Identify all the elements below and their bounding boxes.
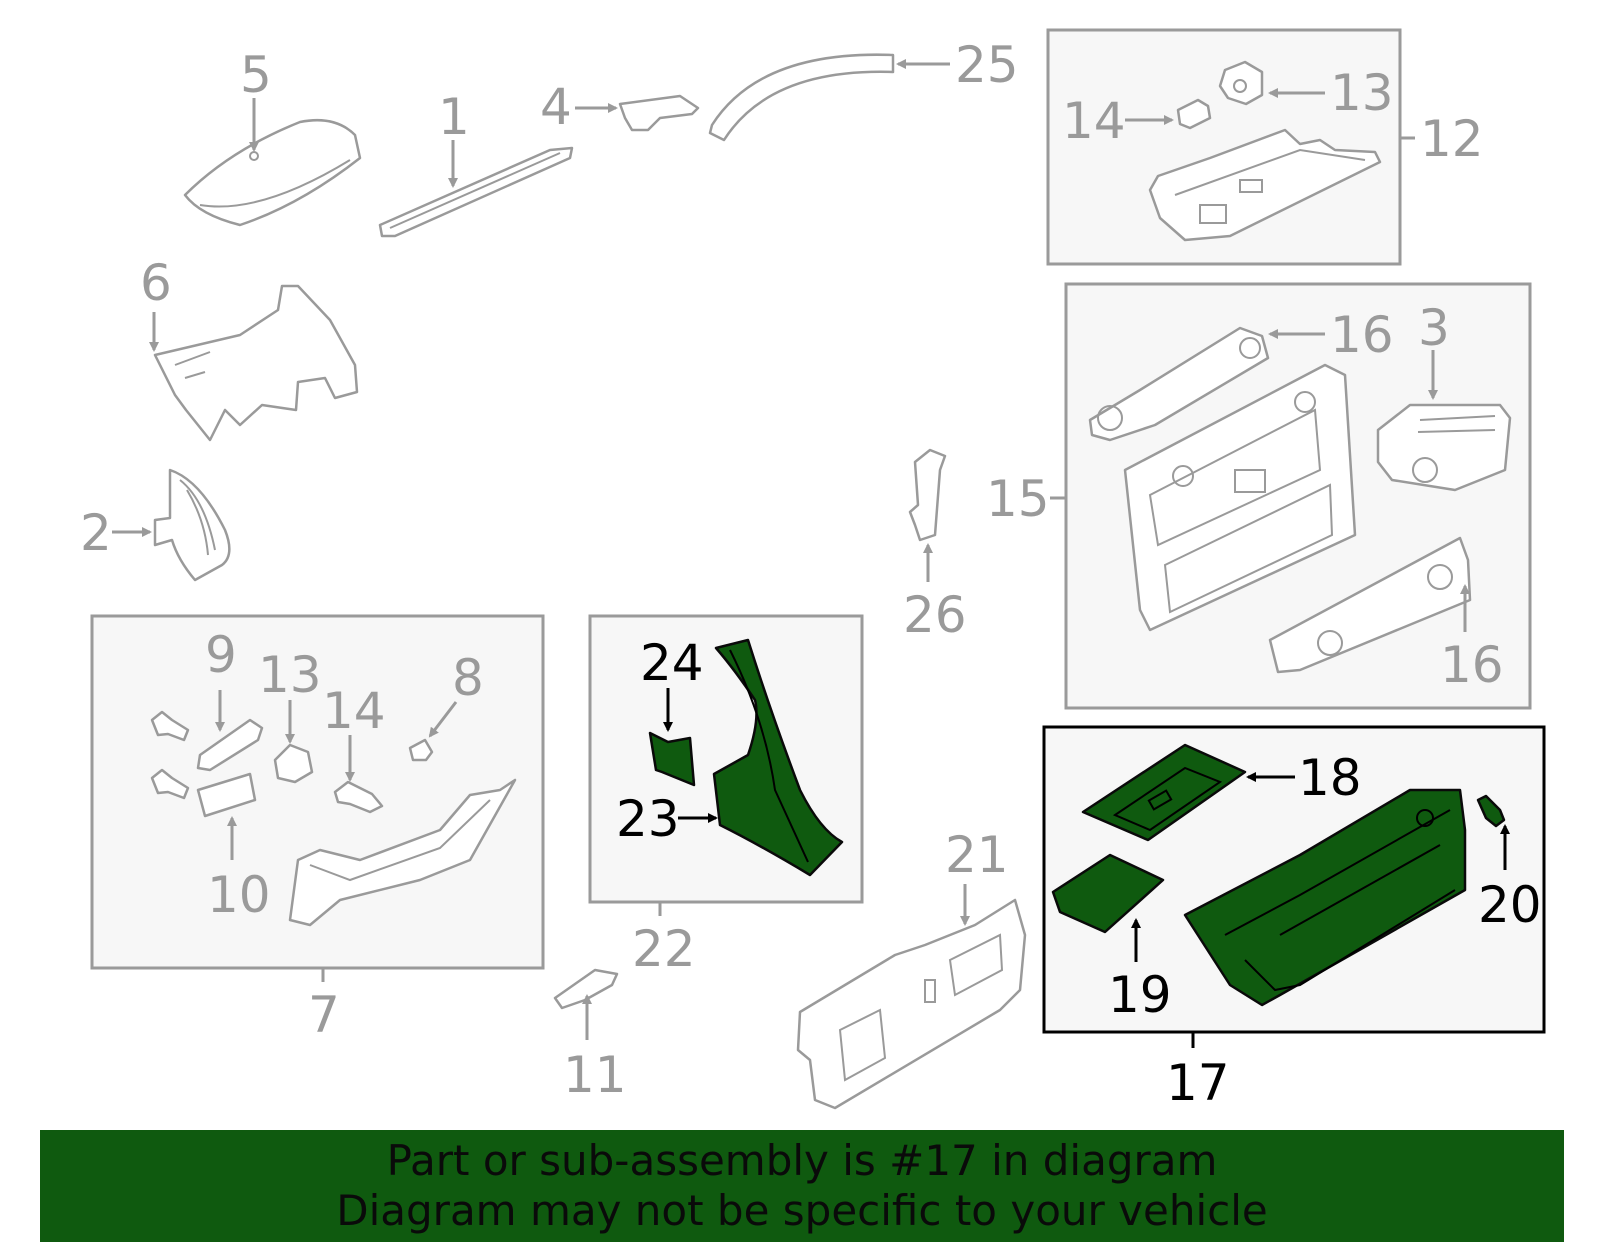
part-19-pad[interactable] bbox=[1051, 853, 1165, 934]
part-7-glovebox-frame[interactable] bbox=[288, 778, 517, 927]
part-13-clip[interactable] bbox=[1218, 60, 1264, 106]
part-25-curved-trim[interactable] bbox=[708, 53, 895, 142]
part-16-upper-panel[interactable] bbox=[1088, 326, 1270, 442]
callout-1: 1 bbox=[438, 88, 470, 146]
callout-10: 10 bbox=[207, 866, 271, 924]
callout-23: 23 bbox=[616, 790, 680, 848]
callout-18: 18 bbox=[1298, 749, 1362, 807]
part-24-clip[interactable] bbox=[648, 731, 696, 787]
part-16-lower-panel[interactable] bbox=[1268, 536, 1472, 674]
callout-15: 15 bbox=[986, 470, 1050, 528]
banner-line-2: Diagram may not be specific to your vehi… bbox=[336, 1186, 1268, 1235]
callout-2: 2 bbox=[80, 504, 112, 562]
part-18-mat[interactable] bbox=[1081, 743, 1247, 842]
part-2-vent[interactable] bbox=[153, 468, 231, 582]
callout-13b: 13 bbox=[258, 646, 322, 704]
callout-6: 6 bbox=[140, 254, 172, 312]
part-11-bracket[interactable] bbox=[553, 968, 619, 1010]
callout-17: 17 bbox=[1166, 1054, 1230, 1112]
part-9-handle[interactable] bbox=[196, 718, 264, 772]
callout-26: 26 bbox=[903, 586, 967, 644]
part-12-tray[interactable] bbox=[1148, 128, 1382, 242]
callout-14a: 14 bbox=[1062, 92, 1126, 150]
callout-25: 25 bbox=[955, 36, 1019, 94]
callout-12: 12 bbox=[1420, 110, 1484, 168]
callout-22: 22 bbox=[632, 920, 696, 978]
callout-21: 21 bbox=[945, 826, 1009, 884]
callout-7: 7 bbox=[308, 986, 340, 1044]
callout-13a: 13 bbox=[1330, 64, 1394, 122]
part-10-pad[interactable] bbox=[196, 772, 257, 818]
callout-24: 24 bbox=[640, 634, 704, 692]
part-5-panel[interactable] bbox=[183, 118, 362, 227]
part-14-bulb[interactable] bbox=[1176, 98, 1212, 130]
part-14-bulb-socket[interactable] bbox=[333, 780, 384, 814]
callout-3: 3 bbox=[1418, 299, 1450, 357]
part-3-vent[interactable] bbox=[1376, 403, 1512, 492]
part-21-bezel[interactable] bbox=[796, 898, 1027, 1110]
part-20-screw[interactable] bbox=[1476, 794, 1506, 828]
part-13-knob[interactable] bbox=[273, 743, 314, 784]
arrow-8 bbox=[428, 701, 458, 738]
callout-16b: 16 bbox=[1440, 636, 1504, 694]
callout-8: 8 bbox=[452, 649, 484, 707]
callout-16a: 16 bbox=[1330, 306, 1394, 364]
info-banner: Part or sub-assembly is #17 in diagram D… bbox=[40, 1130, 1564, 1242]
part-6-trim[interactable] bbox=[153, 284, 359, 442]
part-7-fasteners[interactable] bbox=[150, 710, 190, 800]
part-15-bezel[interactable] bbox=[1123, 363, 1357, 632]
part-23-side-panel[interactable] bbox=[712, 638, 844, 877]
callout-19: 19 bbox=[1108, 966, 1172, 1024]
callout-9: 9 bbox=[205, 626, 237, 684]
callout-14b: 14 bbox=[322, 682, 386, 740]
part-8-clip[interactable] bbox=[408, 738, 434, 762]
callout-20: 20 bbox=[1478, 876, 1542, 934]
callout-5: 5 bbox=[240, 46, 272, 104]
part-26-bracket[interactable] bbox=[908, 448, 947, 542]
part-17-glovebox[interactable] bbox=[1183, 788, 1467, 1007]
part-1-strip[interactable] bbox=[378, 146, 574, 238]
part-4-bracket[interactable] bbox=[618, 94, 700, 132]
banner-line-1: Part or sub-assembly is #17 in diagram bbox=[386, 1136, 1218, 1185]
callout-11: 11 bbox=[563, 1046, 627, 1104]
callout-4: 4 bbox=[540, 78, 572, 136]
